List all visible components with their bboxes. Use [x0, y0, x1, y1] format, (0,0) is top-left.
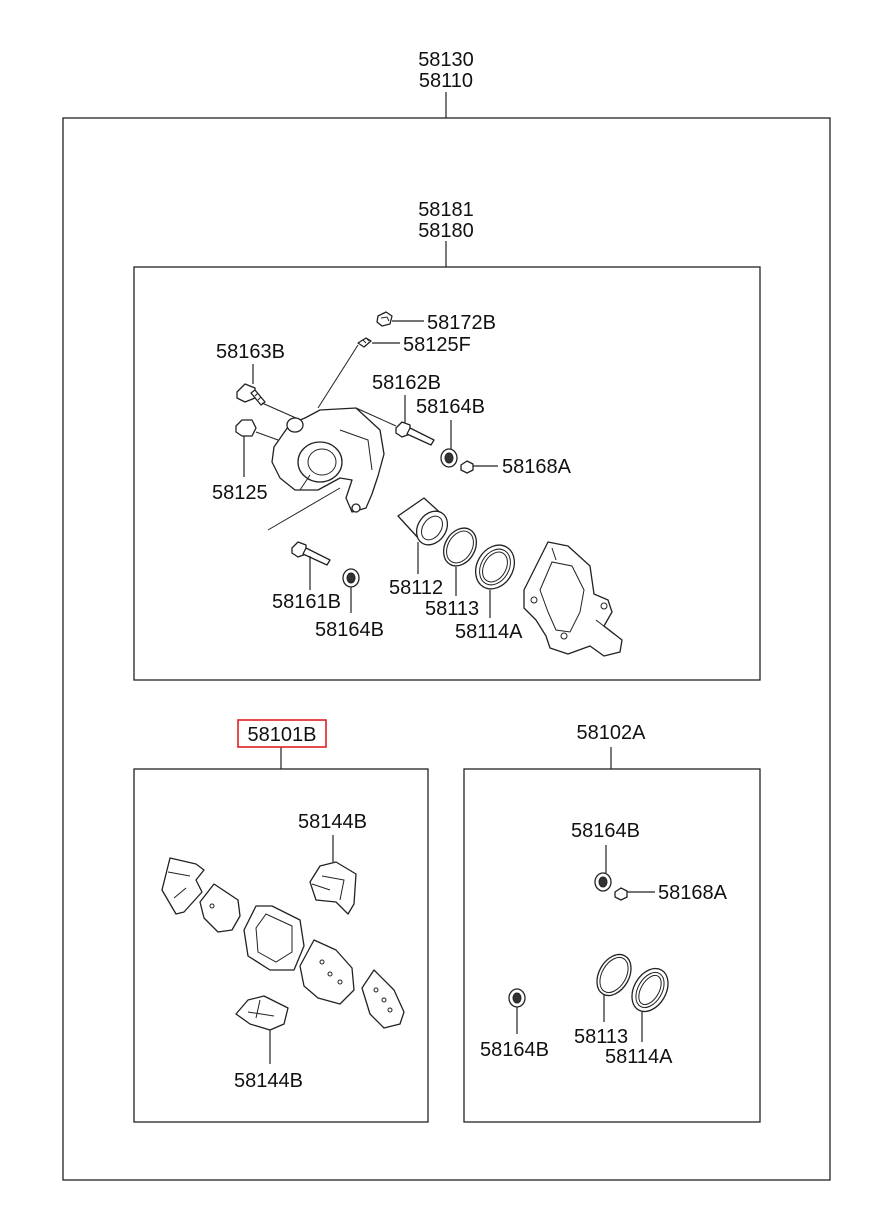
label-58113-upper[interactable]: 58113	[425, 598, 479, 620]
brake-pad-inner-part	[243, 905, 305, 971]
label-58164B-mid[interactable]: 58164B	[315, 619, 384, 641]
label-58168A-upper[interactable]: 58168A	[502, 456, 572, 478]
dust-boot-kit-part	[631, 967, 669, 1013]
bleeder-screw-part	[357, 337, 372, 348]
bleeder-cap-part	[376, 311, 393, 327]
label-58162B[interactable]: 58162B	[372, 372, 441, 394]
boot-mid-part	[342, 568, 360, 588]
shim-inner-part	[199, 883, 241, 933]
label-seal-kit[interactable]: 58102A	[577, 722, 647, 744]
caliper-group-frame	[133, 266, 761, 681]
dust-boot-upper-part	[474, 544, 516, 590]
washer-58125-part	[235, 419, 257, 437]
label-58168A-kit[interactable]: 58168A	[658, 882, 728, 904]
washer-guide-line	[255, 431, 279, 441]
bolt-guide-line	[261, 402, 297, 419]
assembly-frame	[62, 117, 831, 1181]
assembly-number-1[interactable]: 58130	[418, 49, 474, 71]
label-58164B-kit-top[interactable]: 58164B	[571, 820, 640, 842]
pin-guide-line	[355, 407, 397, 427]
seal-upper-part	[442, 527, 478, 567]
label-58125[interactable]: 58125	[212, 482, 268, 504]
piston-part	[397, 497, 449, 546]
guide-pin-lower-part	[291, 541, 331, 566]
shim-right-part	[361, 969, 405, 1029]
label-58164B-kit-bottom[interactable]: 58164B	[480, 1039, 549, 1061]
label-58112[interactable]: 58112	[389, 577, 443, 599]
label-58172B[interactable]: 58172B	[427, 312, 496, 334]
caliper-carrier-part	[523, 541, 623, 657]
label-58163B[interactable]: 58163B	[216, 341, 285, 363]
shim-left-part	[161, 857, 205, 915]
label-58113-kit[interactable]: 58113	[574, 1026, 628, 1048]
label-58114A-upper[interactable]: 58114A	[455, 621, 523, 643]
pad-clip-top-part	[309, 861, 357, 915]
assembly-number-2[interactable]: 58110	[419, 70, 473, 92]
cap-kit-part	[614, 887, 628, 901]
label-58125F[interactable]: 58125F	[403, 334, 471, 356]
seal-kit-ring-part	[596, 953, 632, 997]
bolt-58163B-part	[236, 383, 266, 406]
bleeder-guide-line	[317, 344, 359, 409]
boot-kit-bottom-part	[508, 988, 526, 1008]
cap-upper-part	[460, 460, 474, 474]
guide-pin-upper-part	[395, 421, 435, 446]
label-58144B-top[interactable]: 58144B	[298, 811, 367, 833]
boot-upper-part	[440, 448, 458, 468]
label-pad-kit[interactable]: 58101B	[248, 724, 317, 746]
caliper-group-number-2[interactable]: 58180	[418, 220, 474, 242]
brake-pad-outer-part	[299, 939, 355, 1005]
label-58144B-bottom[interactable]: 58144B	[234, 1070, 303, 1092]
caliper-housing-part	[271, 407, 385, 513]
label-58164B-upper[interactable]: 58164B	[416, 396, 485, 418]
pad-kit-highlight	[237, 719, 327, 748]
label-58114A-kit[interactable]: 58114A	[605, 1046, 673, 1068]
caliper-group-number-1[interactable]: 58181	[418, 199, 474, 221]
label-58161B[interactable]: 58161B	[272, 591, 341, 613]
lower-pin-guide-line	[267, 487, 341, 531]
pad-clip-bottom-part	[235, 995, 289, 1031]
seal-kit-frame	[463, 768, 761, 1123]
boot-kit-top-part	[594, 872, 612, 892]
